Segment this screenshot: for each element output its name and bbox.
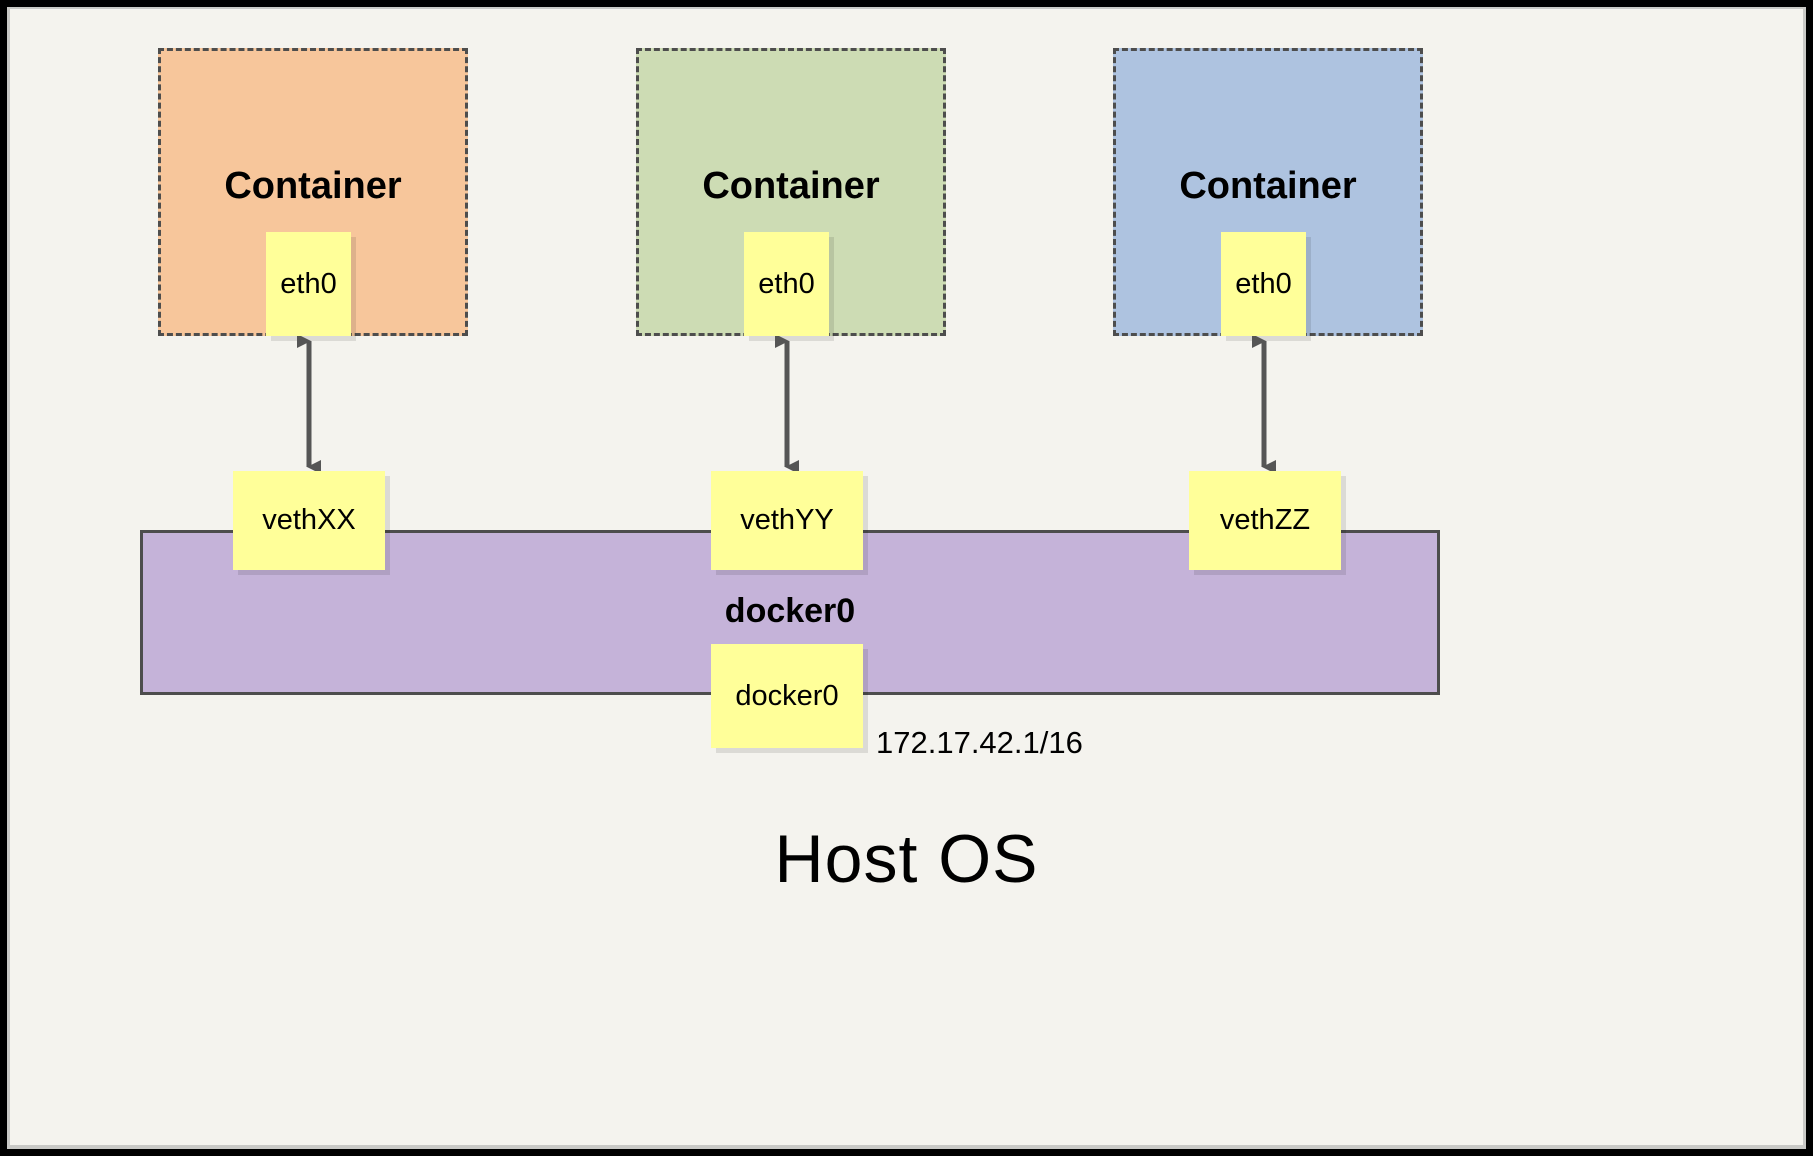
veth-link-arrow-2 (775, 336, 799, 472)
container-title-3: Container (1179, 165, 1357, 207)
container-title-2: Container (702, 165, 880, 207)
veth-note-2: vethYY (711, 471, 863, 570)
host-os-label: Host OS (774, 821, 1039, 897)
veth-link-arrow-3 (1252, 336, 1276, 472)
veth-link-arrow-1 (297, 336, 321, 472)
veth-note-1: vethXX (233, 471, 385, 570)
veth-note-3: vethZZ (1189, 471, 1341, 570)
container-title-1: Container (224, 165, 402, 207)
eth0-note-3: eth0 (1221, 232, 1306, 336)
eth0-note-1: eth0 (266, 232, 351, 336)
eth0-note-2: eth0 (744, 232, 829, 336)
docker0-ip-label: 172.17.42.1/16 (876, 725, 1083, 760)
docker0-bridge-label: docker0 (724, 592, 856, 630)
docker0-interface-note: docker0 (711, 644, 863, 748)
